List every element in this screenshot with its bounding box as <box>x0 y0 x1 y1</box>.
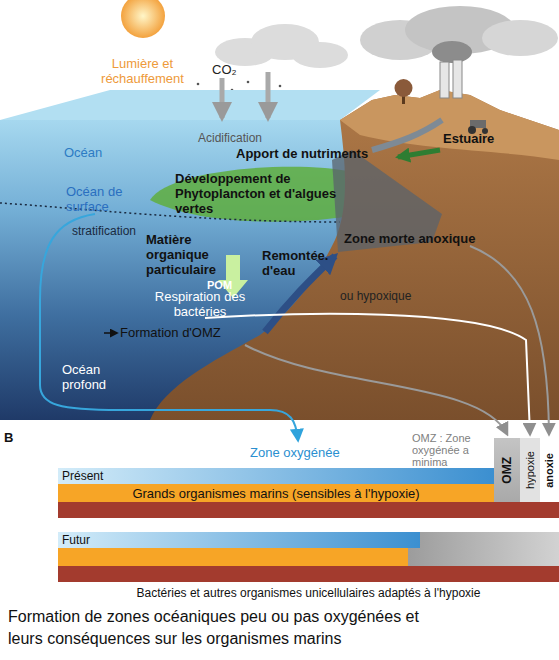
anoxia-column: anoxie <box>540 438 559 502</box>
box-text: Bactéries et autres organismes unicellul… <box>58 586 559 600</box>
cloud <box>292 42 348 68</box>
callout-label: Formation d'OMZ <box>120 325 240 340</box>
organism-band <box>58 548 408 566</box>
region-label: Océan profond <box>62 362 132 392</box>
pointer-arrow <box>104 332 117 334</box>
callout-label: Estuaire <box>443 131 513 146</box>
callout-label: Matière organique particulaire <box>146 232 230 277</box>
co2-arrow <box>266 72 271 118</box>
low-oxygen-step <box>408 532 559 566</box>
future-band: Futur <box>58 532 420 548</box>
tree <box>395 79 413 104</box>
callout-label: Zone morte anoxique <box>344 231 524 246</box>
callout-label: Apport de nutriments <box>236 146 406 161</box>
co2-dot <box>247 81 250 84</box>
callout-label: Développement de Phytoplancton et d'algu… <box>175 171 357 216</box>
box-text: hypoxie <box>524 451 537 489</box>
co2-dot <box>279 85 282 88</box>
callout-label: Remontée. d'eau <box>262 248 336 278</box>
zone-label: Zone oxygénée <box>250 445 370 460</box>
leader-line <box>470 246 549 434</box>
chimney <box>453 60 462 98</box>
omz-column: OMZ <box>494 438 520 502</box>
callout-label: Lumière et réchauffement <box>80 56 205 86</box>
hypoxia-column: hypoxie <box>520 438 540 502</box>
leader-line <box>205 314 530 434</box>
box-text: OMZ <box>500 457 514 484</box>
present-band: Présent <box>58 468 494 484</box>
box-text: Grands organismes marins (sensibles à l'… <box>132 486 419 501</box>
box-text: Présent <box>58 469 103 483</box>
region-label: Océan de surface <box>66 184 146 214</box>
chimney <box>440 62 449 98</box>
smoke <box>432 41 472 63</box>
organism-band: Grands organismes marins (sensibles à l'… <box>58 484 494 502</box>
phytoplankton-bloom <box>150 167 362 222</box>
cloud <box>215 24 348 68</box>
land-seabed <box>150 90 559 420</box>
stratification-line <box>0 203 340 222</box>
estuary-arrow <box>398 150 440 157</box>
figure-caption: Formation de zones océaniques peu ou pas… <box>8 606 428 650</box>
box-text: Futur <box>58 533 90 547</box>
factory <box>440 60 462 98</box>
co2-arrow <box>220 78 225 118</box>
ocean-surface <box>0 90 380 120</box>
region-label: Océan <box>64 145 124 160</box>
bacteria-band <box>58 502 559 518</box>
land-surface <box>340 90 559 160</box>
river <box>372 120 442 150</box>
smoke <box>482 20 558 56</box>
callout-label: Respiration des bactéries <box>150 289 250 319</box>
sun <box>121 0 165 38</box>
tree-crown <box>395 79 413 97</box>
bacteria-band: Bactéries et autres organismes unicellul… <box>58 566 559 582</box>
box-text: anoxie <box>543 453 556 488</box>
callout-label: CO₂ <box>212 62 252 77</box>
zone-label: OMZ : Zone oxygénée a minima <box>412 432 492 468</box>
leader-line <box>245 345 507 434</box>
callout-label: ou hypoxique <box>340 289 440 303</box>
panel-letter: B <box>4 430 24 445</box>
oxygen-arrow <box>40 214 298 440</box>
callout-label: Acidification <box>198 131 288 145</box>
smoke <box>360 6 558 63</box>
co2-dot <box>197 83 200 86</box>
